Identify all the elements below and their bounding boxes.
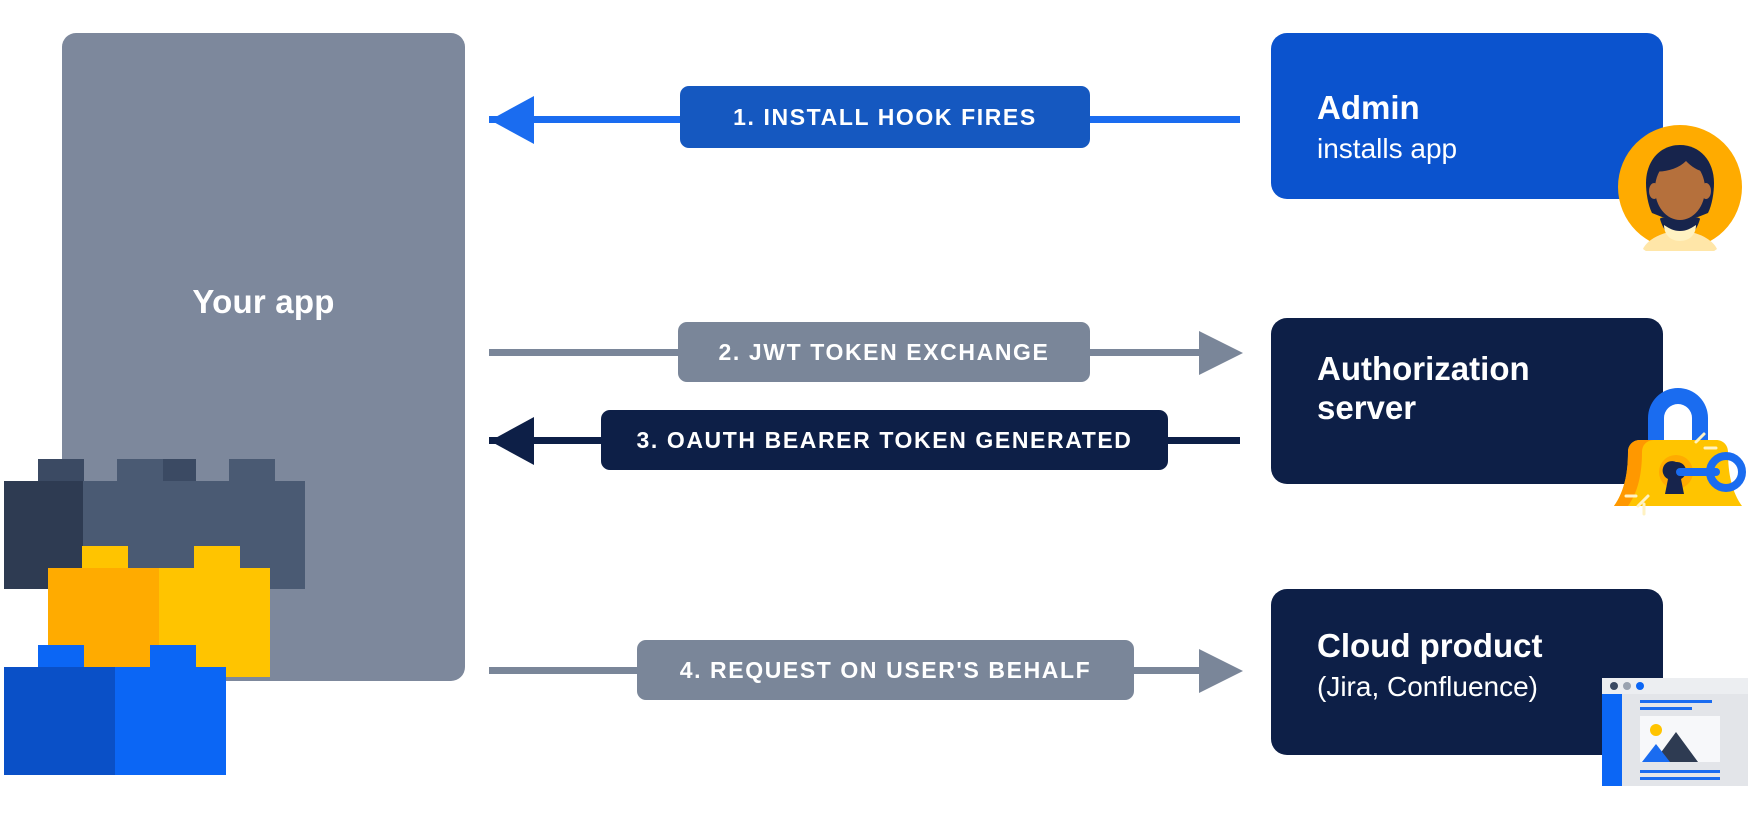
step-label-2: 2. JWT TOKEN EXCHANGE [718, 338, 1050, 365]
arrowhead-left-1 [490, 96, 534, 144]
padlock-key-icon [1608, 368, 1748, 520]
step-pill-4[interactable]: 4. REQUEST ON USER'S BEHALF [637, 640, 1134, 700]
lego-brick-yellow [48, 546, 270, 677]
your-app-label: Your app [192, 283, 335, 320]
node-title-cloud-product: Cloud product [1317, 627, 1543, 664]
step-label-4: 4. REQUEST ON USER'S BEHALF [679, 656, 1092, 683]
lego-stud [150, 645, 196, 669]
node-card-admin[interactable]: Admin installs app [1271, 33, 1663, 199]
lego-shade [4, 667, 115, 775]
arrowhead-left-3 [490, 417, 534, 465]
step-pill-1[interactable]: 1. INSTALL HOOK FIRES [680, 86, 1090, 148]
lego-stud [117, 459, 163, 483]
arrowhead-right-4 [1199, 649, 1243, 693]
browser-window-icon [1596, 666, 1748, 798]
step-label-1: 1. INSTALL HOOK FIRES [733, 103, 1037, 130]
node-subtitle-cloud-product: (Jira, Confluence) [1317, 671, 1538, 702]
lego-stud [194, 546, 240, 570]
step-pill-2[interactable]: 2. JWT TOKEN EXCHANGE [678, 322, 1090, 382]
arrowhead-right-2 [1199, 331, 1243, 375]
step-pill-3[interactable]: 3. OAUTH BEARER TOKEN GENERATED [601, 410, 1168, 470]
lego-brick-blue [4, 645, 226, 775]
node-card-authorization-server[interactable]: Authorization server [1271, 318, 1663, 484]
node-card-cloud-product[interactable]: Cloud product (Jira, Confluence) [1271, 589, 1663, 755]
admin-avatar-icon [1616, 123, 1744, 262]
node-title-admin: Admin [1317, 89, 1420, 126]
lego-stud [82, 546, 128, 570]
lego-stud [229, 459, 275, 483]
step-label-3: 3. OAUTH BEARER TOKEN GENERATED [636, 426, 1133, 453]
node-subtitle-admin: installs app [1317, 133, 1458, 164]
node-title-authorization-server-line2: server [1317, 389, 1417, 426]
lego-stud [38, 645, 84, 669]
node-title-authorization-server: Authorization [1317, 350, 1530, 387]
lego-stud [38, 459, 84, 483]
